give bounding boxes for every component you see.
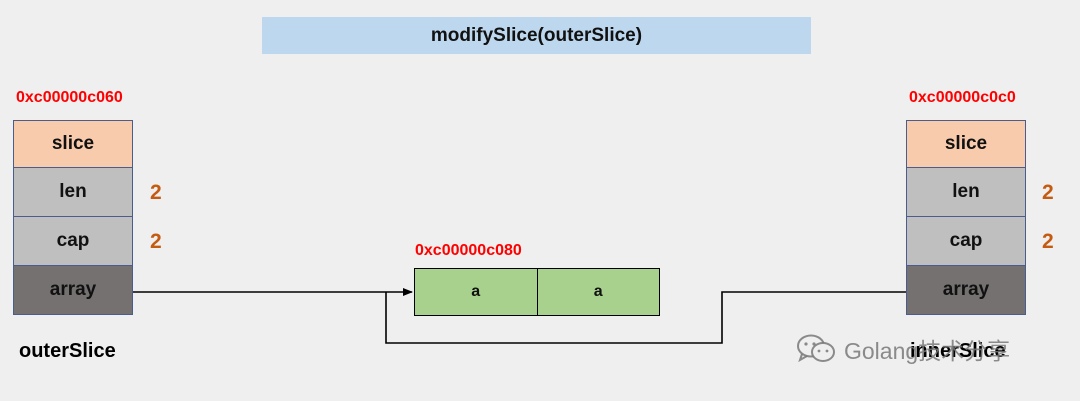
right-cap-value: 2 — [1042, 230, 1054, 253]
left-field-slice: slice — [13, 120, 133, 168]
right-array-pointer — [385, 291, 906, 344]
left-cap-value: 2 — [150, 230, 162, 253]
right-field-len: len — [906, 168, 1026, 217]
right-struct-name: innerSlice — [910, 340, 1006, 362]
right-len-value: 2 — [1042, 181, 1054, 204]
array-address: 0xc00000c080 — [415, 242, 522, 259]
array-element: a — [415, 269, 537, 315]
right-field-slice: slice — [906, 120, 1026, 168]
left-len-value: 2 — [150, 181, 162, 204]
array-element: a — [536, 269, 659, 315]
wechat-icon — [797, 334, 835, 363]
right-struct-address: 0xc00000c0c0 — [909, 89, 1016, 106]
left-struct-name: outerSlice — [19, 340, 116, 362]
right-field-cap: cap — [906, 217, 1026, 266]
left-field-array: array — [13, 266, 133, 315]
watermark: Golang技术分享 — [796, 332, 1010, 366]
watermark-text: Golang技术分享 — [844, 338, 1011, 364]
right-struct: slice len cap array — [906, 120, 1026, 315]
backing-array: a a — [414, 268, 660, 316]
left-struct: slice len cap array — [13, 120, 133, 315]
left-struct-address: 0xc00000c060 — [16, 89, 123, 106]
left-field-cap: cap — [13, 217, 133, 266]
right-field-array: array — [906, 266, 1026, 315]
diagram-title: modifySlice(outerSlice) — [262, 17, 811, 54]
left-field-len: len — [13, 168, 133, 217]
